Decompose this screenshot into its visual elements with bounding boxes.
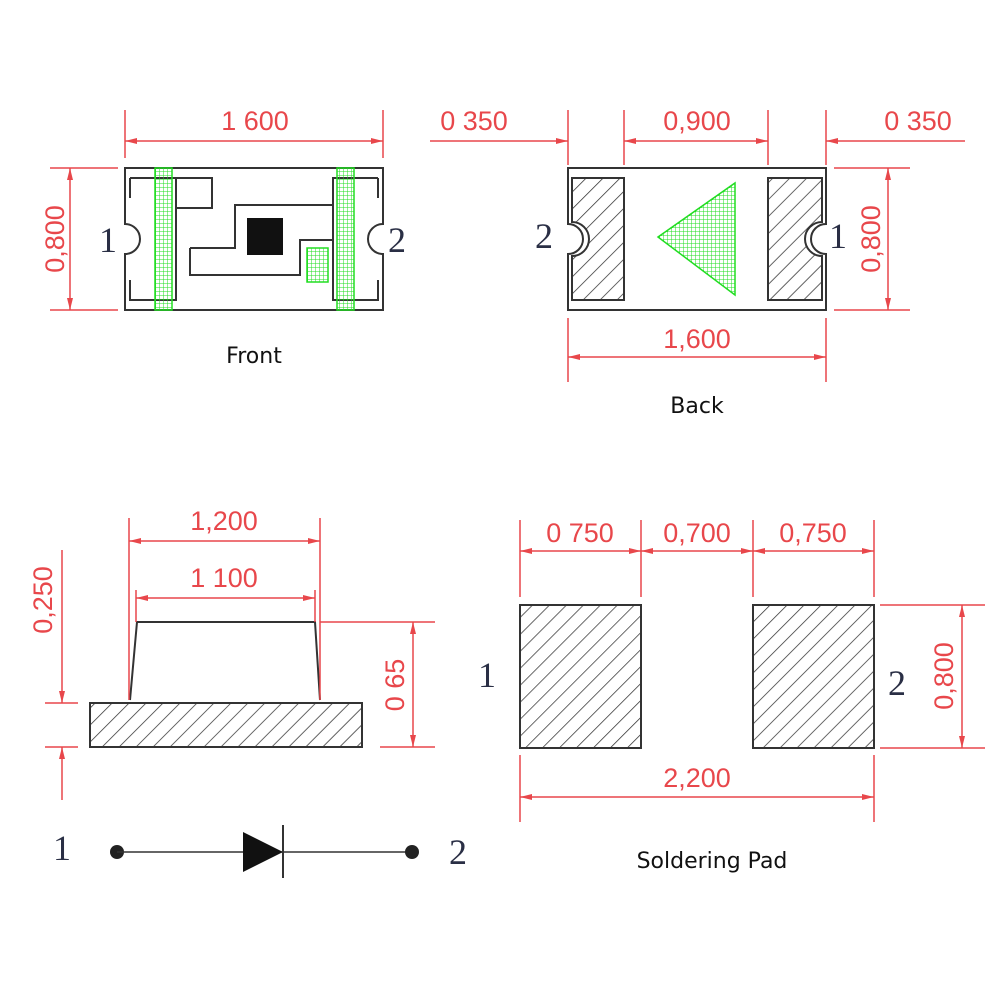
back-right-margin-label: 0 350 <box>884 106 952 136</box>
polarity-mark <box>306 247 329 283</box>
schematic-pin-2: 2 <box>449 832 467 872</box>
pad-left-width-label: 0 750 <box>546 518 614 548</box>
diode-symbol-icon <box>243 832 283 872</box>
front-trace-center <box>189 204 333 276</box>
pad-gap-label: 0,700 <box>663 518 731 548</box>
diode-schematic: 1 2 <box>53 825 467 878</box>
back-caption: Back <box>670 394 724 419</box>
back-left-margin-label: 0 350 <box>440 106 508 136</box>
back-pin-1: 1 <box>829 216 847 256</box>
pad-height-label: 0,800 <box>929 642 959 710</box>
pad-right-width-label: 0,750 <box>779 518 847 548</box>
front-pin-1: 1 <box>99 220 117 260</box>
back-view: 0 350 0,900 0 350 1,600 0,800 2 1 Back <box>430 106 965 419</box>
solder-pad-1 <box>519 604 642 749</box>
side-total-height-label: 0 65 <box>380 659 410 712</box>
pad-total-width-label: 2,200 <box>663 763 731 793</box>
soldering-pad-view: 0 750 0,700 0,750 2,200 0,800 1 2 Solder… <box>478 518 985 874</box>
side-base <box>89 702 363 748</box>
front-left-green-marking <box>154 167 173 311</box>
cathode-terminal <box>405 845 419 859</box>
back-left-pad <box>571 177 625 301</box>
pad-pin-2: 2 <box>888 663 906 703</box>
pad-pin-1: 1 <box>478 655 496 695</box>
side-view: 1,200 1 100 0,250 0 65 <box>28 506 435 800</box>
side-base-height-label: 0,250 <box>28 566 58 634</box>
front-caption: Front <box>226 344 282 369</box>
back-body-outline <box>567 167 827 311</box>
back-width-label: 1,600 <box>663 324 731 354</box>
pad-caption: Soldering Pad <box>637 849 788 874</box>
front-right-green-marking <box>336 167 355 311</box>
side-lens <box>129 621 321 701</box>
front-pin-2: 2 <box>388 220 406 260</box>
schematic-pin-1: 1 <box>53 828 71 868</box>
front-width-label: 1 600 <box>221 106 289 136</box>
front-height-label: 0,800 <box>40 205 70 273</box>
back-pad-gap-label: 0,900 <box>663 106 731 136</box>
front-body-outline <box>124 167 384 311</box>
led-chip <box>247 218 283 255</box>
back-pin-2: 2 <box>535 216 553 256</box>
side-inner-width-label: 1 100 <box>190 563 258 593</box>
side-outer-width-label: 1,200 <box>190 506 258 536</box>
solder-pad-2 <box>752 604 875 749</box>
polarity-triangle <box>656 181 736 297</box>
back-height-label: 0,800 <box>856 205 886 273</box>
front-view: 1 600 0,800 1 2 Front <box>40 106 406 369</box>
front-trace-left <box>176 177 213 209</box>
back-right-pad <box>767 177 823 301</box>
